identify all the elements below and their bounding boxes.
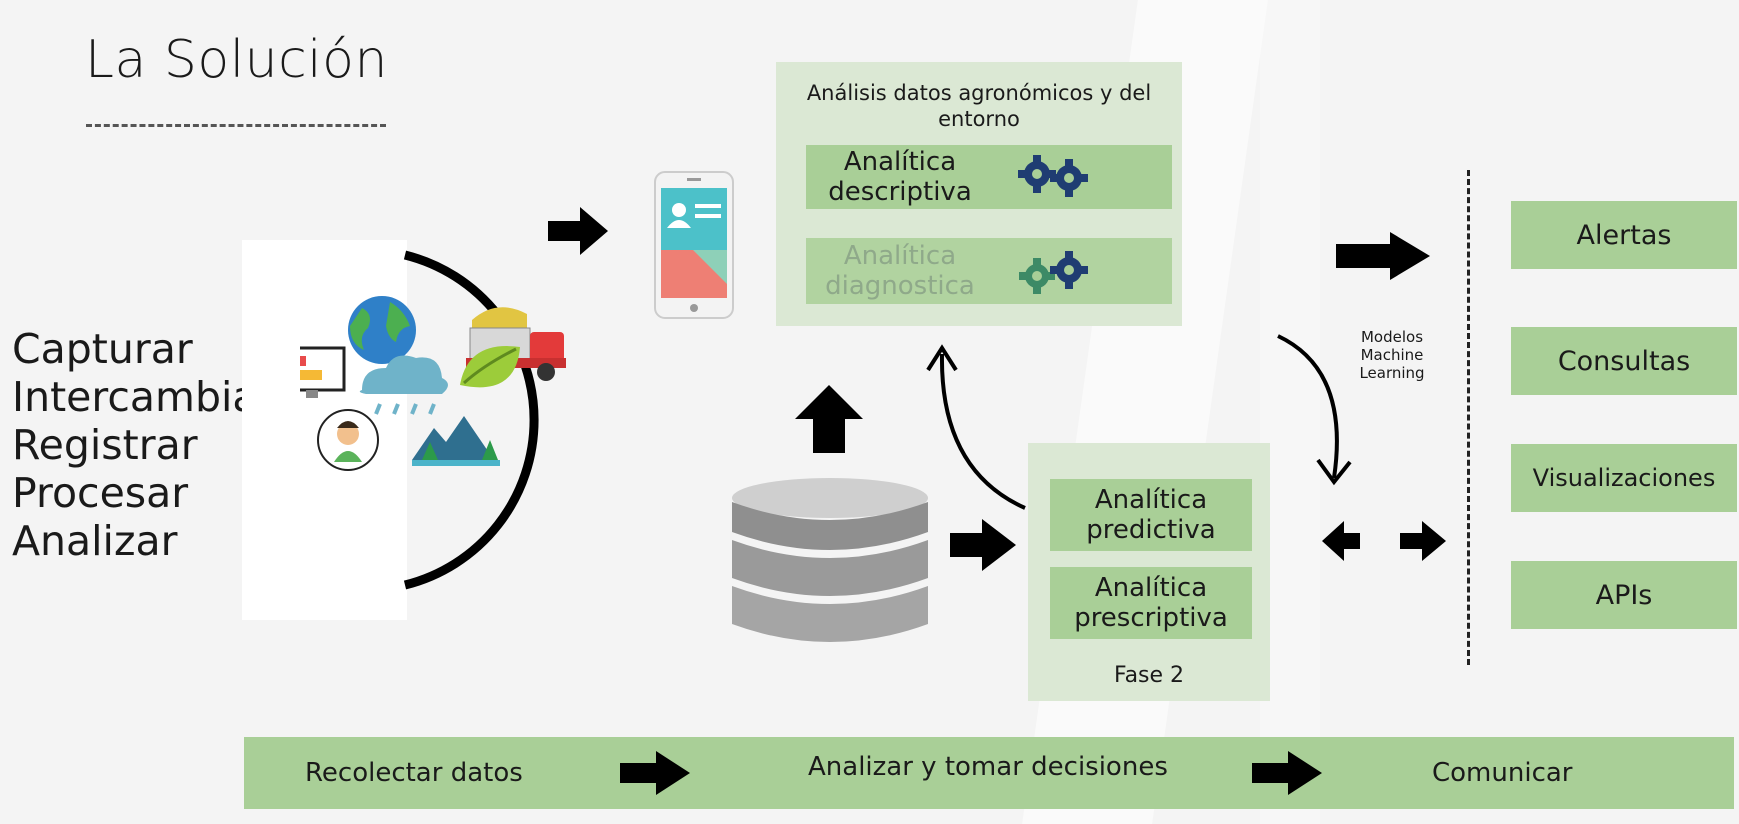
curved-arrow-down-icon [1277,334,1352,486]
output-consultas: Consultas [1511,327,1737,395]
prescriptive-box: Analítica prescriptiva [1050,567,1252,639]
monitor-icon [300,346,346,398]
landscape-icon [412,416,500,466]
mobile-phone-icon [654,171,734,319]
arrow-to-outputs-icon [1336,232,1430,280]
dashed-separator [1467,170,1470,665]
arrow-to-phone-icon [548,207,608,255]
page-title: La Solución [85,30,388,90]
data-sources-cluster [300,250,566,590]
action-exchange: Intercambiar [12,373,275,421]
database-icon [732,478,928,642]
bidirectional-arrows-icon [1322,521,1446,561]
output-visualizaciones: Visualizaciones [1511,444,1737,512]
action-analyze: Analizar [12,517,178,565]
analysis-panel-heading: Análisis datos agronómicos y del entorno [806,81,1152,131]
action-process: Procesar [12,469,189,517]
action-list: Capturar Intercambiar Registrar Procesar… [12,325,274,565]
action-register: Registrar [12,421,198,469]
descriptive-box [806,145,1172,209]
models-ml-label: Modelos Machine Learning [1359,328,1425,382]
process-bar [244,737,1734,809]
descriptive-label: Analítica descriptiva [828,147,972,207]
output-apis: APIs [1511,561,1737,629]
gear-icon [1050,159,1088,197]
predictive-box: Analítica predictiva [1050,479,1252,551]
step-communicate-label: Comunicar [1432,758,1573,788]
diagnostic-box [806,238,1172,304]
step-collect-label: Recolectar datos [305,758,523,788]
gear-icon [1019,258,1055,294]
arrow-up-icon [795,385,863,453]
output-alertas: Alertas [1511,201,1737,269]
globe-icon [348,296,416,364]
leaf-icon [460,346,520,388]
person-icon [317,409,379,471]
cloud-rain-icon [359,355,448,415]
step-arrow-icon [1252,751,1322,795]
gear-icon [1050,251,1088,289]
diagnostic-label: Analítica diagnostica [825,241,975,301]
curved-arrow-up-icon [926,344,1026,510]
cycle-arc [403,250,539,590]
gears-icon-secondary [1019,251,1088,294]
title-divider [86,124,386,127]
step-arrow-icon [620,751,690,795]
action-capture: Capturar [12,325,193,373]
phase2-footer: Fase 2 [1113,662,1185,688]
gears-icon [1018,155,1088,197]
arrow-to-phase2-icon [950,519,1016,571]
step-analyze-label: Analizar y tomar decisiones [808,752,1168,782]
gear-icon [1018,155,1056,193]
